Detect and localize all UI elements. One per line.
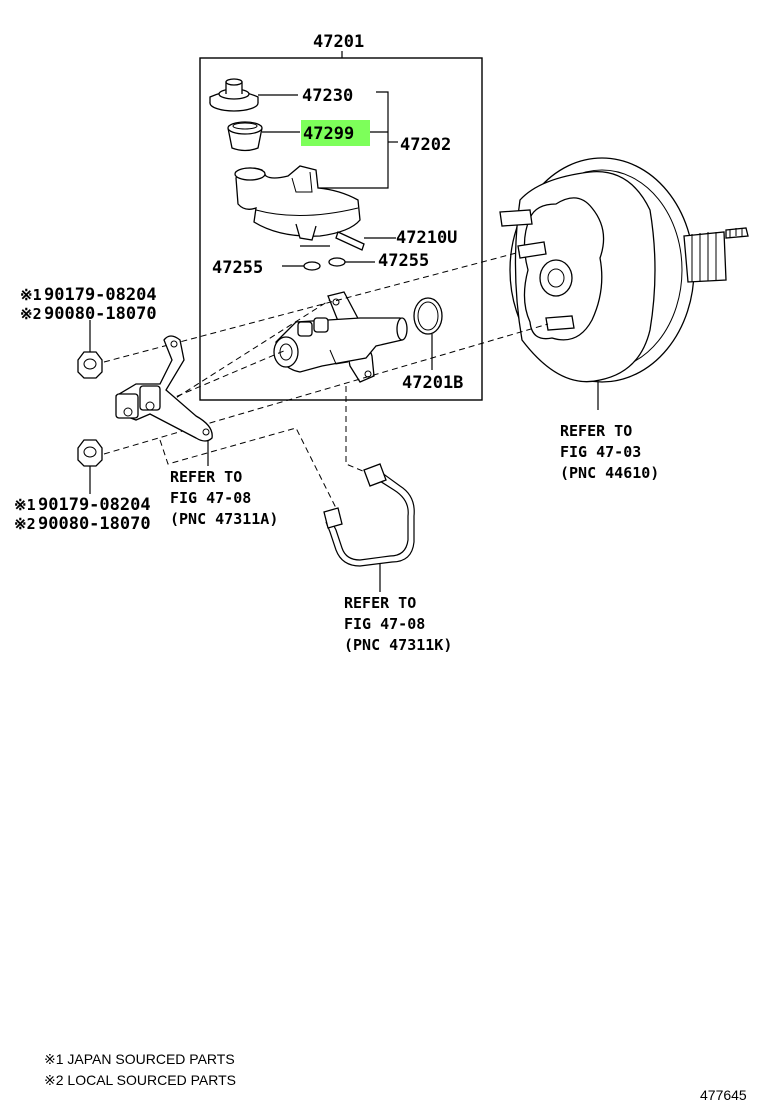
fastener-upper-2-mark: ※2: [20, 305, 42, 323]
fastener-lower-1-mark: ※1: [14, 496, 36, 514]
nut-upper-drawing: [77, 351, 103, 379]
master-cylinder-drawing: [273, 291, 408, 383]
fastener-lower-2-number[interactable]: 90080-18070: [38, 514, 151, 534]
reservoir-cap-drawing: [209, 78, 259, 112]
bracket-ref-line3: (PNC 47311A): [170, 510, 278, 528]
part-47255-right-label[interactable]: 47255: [378, 251, 429, 271]
hose-drawing: [335, 231, 365, 251]
brake-booster-drawing: [499, 157, 749, 383]
o-ring-drawing: [413, 297, 443, 335]
brake-tube-drawing: [323, 463, 415, 567]
part-47202-label[interactable]: 47202: [400, 135, 451, 155]
bracket-ref-line1: REFER TO: [170, 468, 242, 486]
part-47210u-label[interactable]: 47210U: [396, 228, 457, 248]
tube-ref-line2[interactable]: FIG 47-08: [344, 615, 425, 633]
booster-ref-line3: (PNC 44610): [560, 464, 659, 482]
reservoir-drawing: [234, 165, 361, 241]
part-47299-label[interactable]: 47299: [303, 124, 354, 144]
grommet-drawing: [303, 257, 346, 271]
strainer-drawing: [227, 121, 263, 152]
assembly-label[interactable]: 47201: [313, 32, 364, 52]
note-japan-sourced: ※1 JAPAN SOURCED PARTS: [44, 1051, 235, 1067]
strainer-highlight: [301, 120, 370, 146]
fastener-lower-1-number[interactable]: 90179-08204: [38, 495, 151, 515]
fastener-upper-1-number[interactable]: 90179-08204: [44, 285, 157, 305]
nut-lower-drawing: [77, 439, 103, 467]
booster-ref-line1: REFER TO: [560, 422, 632, 440]
part-47201b-label[interactable]: 47201B: [402, 373, 463, 393]
booster-ref-line2[interactable]: FIG 47-03: [560, 443, 641, 461]
tube-ref-line1: REFER TO: [344, 594, 416, 612]
figure-number: 477645: [700, 1087, 747, 1103]
note-local-sourced: ※2 LOCAL SOURCED PARTS: [44, 1072, 236, 1088]
fastener-lower-2-mark: ※2: [14, 515, 36, 533]
part-47255-left-label[interactable]: 47255: [212, 258, 263, 278]
mount-bracket-drawing: [115, 335, 213, 442]
fastener-upper-1-mark: ※1: [20, 286, 42, 304]
fastener-upper-2-number[interactable]: 90080-18070: [44, 304, 157, 324]
tube-ref-line3: (PNC 47311K): [344, 636, 452, 654]
part-47230-label[interactable]: 47230: [302, 86, 353, 106]
bracket-ref-line2[interactable]: FIG 47-08: [170, 489, 251, 507]
assembly-frame: [199, 57, 483, 401]
